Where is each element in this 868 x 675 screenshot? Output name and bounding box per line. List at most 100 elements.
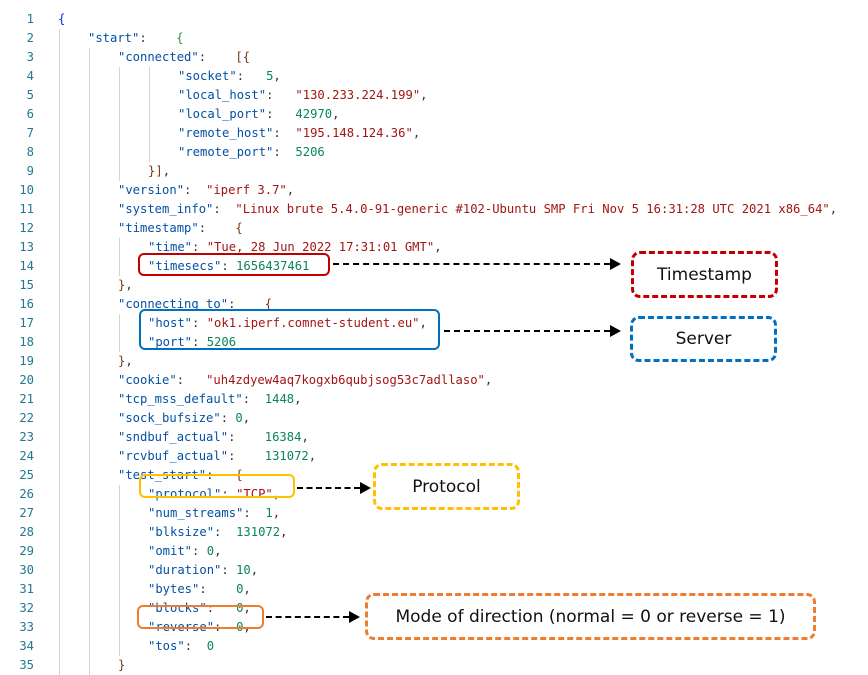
line-number: 35 [19, 658, 34, 672]
token-n: 0 [236, 601, 244, 615]
line-number: 3 [26, 50, 34, 64]
line-number: 25 [19, 468, 34, 482]
line-number: 10 [19, 183, 34, 197]
server-highlight [139, 309, 440, 350]
code-text: "tcp_mss_default": 1448, [118, 390, 301, 409]
token-p: : [192, 335, 207, 349]
token-n: 0 [236, 582, 244, 596]
code-text: "timesecs": 1656437461 [148, 257, 309, 276]
line-number: 20 [19, 373, 34, 387]
token-p: : [213, 202, 236, 216]
line-number: 30 [19, 563, 34, 577]
token-p: : [139, 31, 177, 45]
code-text: "blocks": 0, [148, 599, 251, 618]
token-n: 0 [206, 544, 215, 558]
token-p: : [228, 297, 265, 311]
token-p: , [301, 430, 309, 444]
token-k: "blocks" [148, 601, 207, 615]
line-number: 17 [19, 316, 34, 330]
token-p: , [242, 411, 251, 425]
token-p: : [273, 145, 296, 159]
token-k: "tcp_mss_default" [118, 392, 243, 406]
code-text: "num_streams": 1, [148, 504, 280, 523]
line-number: 7 [26, 126, 34, 140]
token-k: "remote_host" [178, 126, 274, 140]
token-p: , [419, 316, 427, 330]
token-k: "blksize" [148, 525, 215, 539]
line-number: 11 [19, 202, 34, 216]
server-arrowhead [610, 325, 621, 337]
token-k: "omit" [148, 544, 193, 558]
token-s: "130.233.224.199" [295, 88, 421, 102]
code-text: "omit": 0, [148, 542, 221, 561]
line-number: 12 [19, 221, 34, 235]
token-b3: } [118, 278, 126, 292]
indent-guide [149, 67, 150, 162]
token-k: "port" [148, 335, 193, 349]
token-p: : [176, 373, 207, 387]
code-text: "local_host": "130.233.224.199", [178, 86, 428, 105]
code-text: "connecting_to": { [118, 295, 272, 314]
token-p: , [829, 202, 838, 216]
token-p: , [250, 563, 259, 577]
direction-arrowhead [349, 611, 360, 623]
token-k: "time" [148, 240, 193, 254]
token-p: : [221, 563, 237, 577]
code-text: "start": { [88, 29, 183, 48]
token-n: 1656437461 [236, 259, 310, 273]
token-p: , [420, 88, 428, 102]
line-number: 31 [19, 582, 34, 596]
line-number: 21 [19, 392, 34, 406]
token-k: "cookie" [118, 373, 177, 387]
code-text: "local_port": 42970, [178, 105, 339, 124]
token-n: 42970 [295, 107, 333, 121]
token-k: "rcvbuf_actual" [118, 449, 229, 463]
line-number: 29 [19, 544, 34, 558]
token-p: : [220, 411, 236, 425]
token-n: 10 [236, 563, 251, 577]
server-label: Server [630, 316, 777, 362]
line-number: 32 [19, 601, 34, 615]
code-text: "remote_port": 5206 [178, 143, 325, 162]
token-p: : [243, 506, 266, 520]
token-p: , [280, 525, 288, 539]
line-number: 1 [26, 12, 34, 26]
token-n: 5206 [295, 145, 325, 159]
token-k: "duration" [148, 563, 222, 577]
token-p: : [242, 392, 265, 406]
token-b3: }] [148, 164, 163, 178]
token-p: , [214, 544, 222, 558]
code-text: "timestamp": { [118, 219, 243, 238]
token-p: : [228, 449, 265, 463]
token-p: , [125, 354, 133, 368]
token-s: "uh4zdyew4aq7kogxb6qubjsog53c7adllaso" [206, 373, 485, 387]
line-number: 2 [26, 31, 34, 45]
line-number: 13 [19, 240, 34, 254]
token-p: : [184, 639, 207, 653]
token-k: "socket" [178, 69, 237, 83]
line-number: 9 [26, 164, 34, 178]
line-number: 27 [19, 506, 34, 520]
token-b3: } [118, 658, 126, 672]
protocol-label: Protocol [373, 463, 520, 510]
line-number: 6 [26, 107, 34, 121]
token-k: "local_port" [178, 107, 267, 121]
token-k: "start" [88, 31, 140, 45]
token-p: , [294, 392, 302, 406]
token-n: 131072 [264, 449, 309, 463]
token-k: "system_info" [118, 202, 214, 216]
token-p: : [228, 430, 265, 444]
token-p: : [221, 487, 237, 501]
token-n: 5 [266, 69, 274, 83]
token-n: 1448 [264, 392, 295, 406]
protocol-highlight [139, 474, 295, 498]
token-p: : [236, 69, 267, 83]
line-number: 14 [19, 259, 34, 273]
line-number: 19 [19, 354, 34, 368]
token-s: "iperf 3.7" [206, 183, 287, 197]
token-k: "num_streams" [148, 506, 244, 520]
direction-arrow [266, 616, 349, 618]
line-number: 26 [19, 487, 34, 501]
token-k: "sndbuf_actual" [118, 430, 229, 444]
token-p: : [192, 544, 207, 558]
